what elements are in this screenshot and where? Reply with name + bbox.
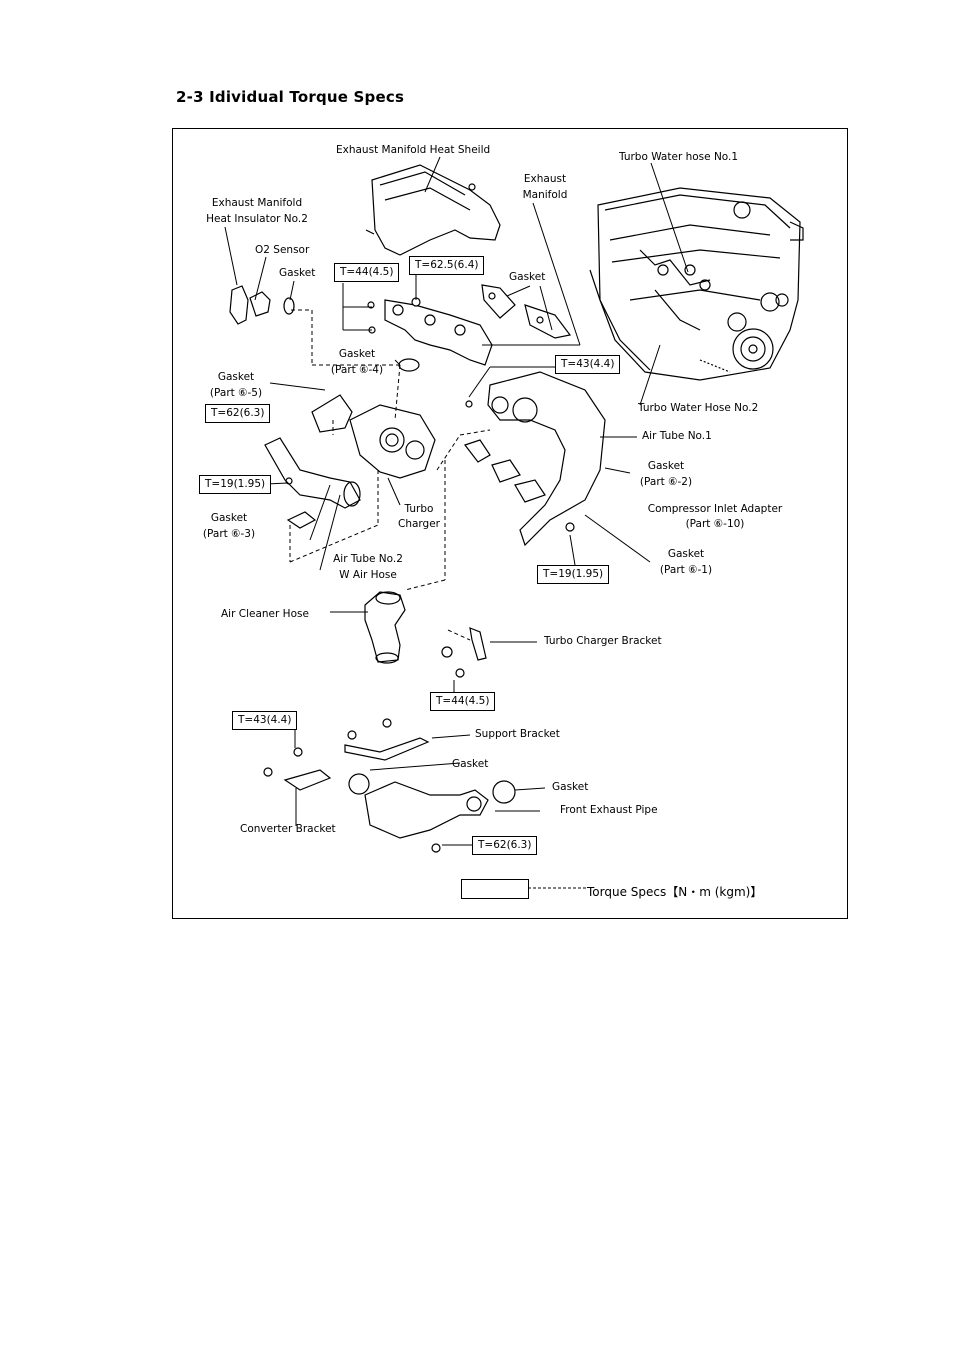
gasket-6-4-illustration bbox=[398, 358, 420, 372]
torque-t62-5: T=62.5(6.4) bbox=[409, 256, 485, 275]
label-air-tube-2-line2: W Air Hose bbox=[339, 569, 397, 581]
turbo-bracket-illustration bbox=[441, 627, 487, 678]
torque-t43-lower: T=43(4.4) bbox=[232, 711, 298, 730]
gasket-lower-illustration bbox=[348, 773, 370, 795]
label-gasket-o2: Gasket bbox=[279, 267, 316, 279]
label-gasket-pipe: Gasket bbox=[552, 781, 589, 793]
torque-t44-upper: T=44(4.5) bbox=[334, 263, 400, 282]
label-gasket-6-4-line1: Gasket bbox=[338, 348, 376, 360]
torque-t19-left: T=19(1.95) bbox=[199, 475, 272, 494]
label-turbo-charger-line1: Turbo bbox=[404, 503, 434, 515]
air-tube-no1-illustration bbox=[464, 371, 606, 547]
label-compressor-inlet-line1: Compressor Inlet Adapter bbox=[647, 503, 783, 515]
engine-illustration bbox=[589, 187, 804, 381]
leader-lines bbox=[224, 156, 689, 889]
label-converter-bracket: Converter Bracket bbox=[240, 823, 336, 835]
label-turbo-charger-bracket: Turbo Charger Bracket bbox=[544, 635, 662, 647]
section-heading: 2-3 Idividual Torque Specs bbox=[176, 88, 405, 106]
label-gasket-6-3-line2: (Part ⑥-3) bbox=[202, 528, 256, 540]
torque-t62-lower: T=62(6.3) bbox=[472, 836, 538, 855]
label-heat-insulator-line1: Exhaust Manifold bbox=[211, 197, 303, 209]
label-gasket-6-4-line2: (Part ⑥-4) bbox=[330, 364, 384, 376]
exhaust-manifold-illustration bbox=[367, 297, 493, 366]
label-gasket-6-1-line1: Gasket bbox=[667, 548, 705, 560]
label-gasket-6-2-line2: (Part ⑥-2) bbox=[639, 476, 693, 488]
label-gasket-6-3-line1: Gasket bbox=[210, 512, 248, 524]
converter-bracket-illustration bbox=[283, 769, 332, 791]
assembly-dashed-lines bbox=[289, 309, 491, 641]
legend-torque-text: Torque Specs【N・m (kgm)】 bbox=[587, 885, 763, 899]
label-gasket-6-5-line1: Gasket bbox=[217, 371, 255, 383]
front-exhaust-pipe-illustration bbox=[364, 781, 489, 853]
label-air-tube-2-line1: Air Tube No.2 bbox=[333, 553, 403, 565]
label-air-tube-1: Air Tube No.1 bbox=[642, 430, 712, 442]
o2-sensor-illustration bbox=[229, 285, 295, 325]
label-compressor-inlet-line2: (Part ⑥-10) bbox=[685, 518, 745, 530]
air-cleaner-hose-illustration bbox=[364, 591, 406, 664]
label-front-exhaust-pipe: Front Exhaust Pipe bbox=[560, 804, 658, 816]
torque-t44-lower: T=44(4.5) bbox=[430, 692, 496, 711]
label-heat-shield: Exhaust Manifold Heat Sheild bbox=[336, 144, 491, 156]
support-bracket-illustration bbox=[263, 718, 430, 777]
label-gasket-6-5-line2: (Part ⑥-5) bbox=[209, 387, 263, 399]
manifold-gaskets-illustration bbox=[481, 284, 572, 339]
label-turbo-charger-line2: Charger bbox=[398, 518, 440, 530]
label-o2-sensor: O2 Sensor bbox=[255, 244, 310, 256]
torque-t43-upper: T=43(4.4) bbox=[555, 355, 621, 374]
legend-torque-box bbox=[461, 879, 529, 899]
label-exhaust-manifold-line1: Exhaust bbox=[523, 173, 567, 185]
diagram-frame bbox=[172, 128, 848, 919]
label-exhaust-manifold-line2: Manifold bbox=[522, 189, 568, 201]
torque-t19-right: T=19(1.95) bbox=[537, 565, 610, 584]
label-support-bracket: Support Bracket bbox=[475, 728, 560, 740]
label-turbo-water-hose-1: Turbo Water hose No.1 bbox=[619, 151, 739, 163]
label-gasket-6-1-line2: (Part ⑥-1) bbox=[659, 564, 713, 576]
label-turbo-water-hose-2: Turbo Water Hose No.2 bbox=[638, 402, 759, 414]
label-heat-insulator-line2: Heat Insulator No.2 bbox=[206, 213, 308, 225]
air-tube-no2-illustration bbox=[264, 437, 361, 509]
label-gasket-manifold: Gasket bbox=[509, 271, 546, 283]
heat-shield-illustration bbox=[365, 164, 501, 256]
label-air-cleaner-hose: Air Cleaner Hose bbox=[221, 608, 309, 620]
gasket-6-3-illustration bbox=[286, 511, 317, 529]
gasket-6-5-illustration bbox=[311, 394, 353, 433]
torque-t62-left: T=62(6.3) bbox=[205, 404, 271, 423]
label-gasket-lower: Gasket bbox=[452, 758, 489, 770]
label-gasket-6-2-line1: Gasket bbox=[647, 460, 685, 472]
gasket-pipe-illustration bbox=[492, 780, 516, 804]
turbo-charger-illustration bbox=[349, 404, 436, 479]
